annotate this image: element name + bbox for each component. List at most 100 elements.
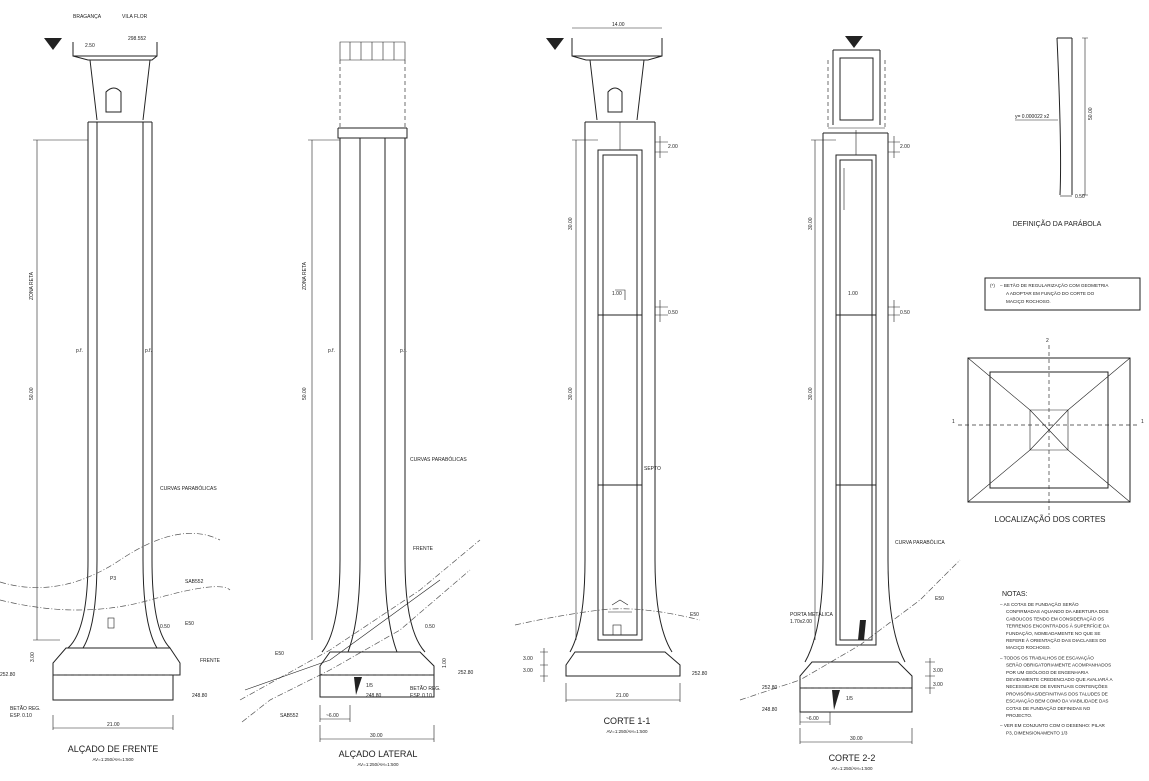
note-line: REFERE À ORIENTAÇÃO DAS DIACLASES DO [1006,637,1107,643]
label-e50: E50 [935,596,944,602]
deck [72,42,158,61]
label-slope: 1/5 [846,696,853,702]
label-len1: 30.00 [808,217,814,230]
cut-mark-1: 1 [1141,419,1144,425]
label-base-width: 21.00 [107,722,120,728]
label-batter-right: p.f. [400,348,407,354]
note-line: MACIÇO ROCHOSO. [1006,645,1051,650]
view-side-elevation: ZONA RETA 50.00 p.f. p.f. CURVAS PARABÓL… [239,41,481,767]
label-batter-left: p.f. [328,348,335,354]
label-left-dir: BRAGANÇA [73,14,102,20]
note-line: P3, DIMENSIONAMENTO 1/3 [1006,730,1068,735]
label-d-mid: 0.50 [900,310,910,316]
label-len1: 30.00 [568,217,574,230]
pier-head [589,59,645,121]
label-d1: 0.50 [160,624,170,630]
label-base-width: 21.00 [616,693,629,699]
label-parab-eq: y= 0.000022 x2 [1015,114,1050,120]
label-sab: SAB552 [185,579,204,585]
note-line: – VER EM CONJUNTO COM O DESENHO: PILAR [1000,723,1106,728]
label-base-width: 30.00 [370,733,383,739]
label-door-dim: 1.70x2.00 [790,619,812,625]
label-elev-1: 252.80 [458,670,474,676]
note-line: – AS COTAS DE FUNDAÇÃO SERÃO [1000,601,1079,607]
label-offset: ~6.00 [326,713,339,719]
label-betao: BETÃO REG. [10,705,41,712]
pier-shaft [321,138,426,653]
label-door: PORTA METÁLICA [790,611,834,618]
label-slope: 1/5 [366,683,373,689]
pier-head [832,49,881,125]
label-batter-right: p.f. [145,348,152,354]
label-wall: 1.00 [612,291,622,297]
section-marker-icon [546,38,564,50]
note-line: PROJECTO. [1006,713,1032,718]
note-line: NECESSIDADE DE EVENTUAIS CONTENÇÕES [1006,683,1108,689]
view-scale: AV=1:250/AH=1:500 [93,757,134,762]
view-scale: AV=1:250/AH=1:500 [607,729,648,734]
label-elev-2: 248.80 [762,707,778,713]
hollow-core [597,149,643,641]
label-d1: 0.50 [425,624,435,630]
label-parabolic: CURVA PARABÓLICA [895,539,945,546]
note-line: ESCAVAÇÃO BEM COMO DA VIABILIDADE DAS [1006,698,1108,704]
label-deck-width: 14.00 [612,22,625,28]
label-length: 50.00 [29,387,35,400]
label-h1: 3.00 [523,656,533,662]
label-esp: ESP. 0.10 [10,713,32,719]
label-offset: ~6.00 [806,716,819,722]
label-h2: 3.00 [523,668,533,674]
pier-head [89,59,151,121]
view-title: ALÇADO DE FRENTE [68,744,159,754]
view-section-1-1: 14.00 30.00 30.00 2.00 0.50 1.00 SEPTO E… [514,22,708,734]
label-h1: 3.00 [933,668,943,674]
label-parabolic: CURVAS PARABÓLICAS [160,485,217,492]
label-elev: 252.80 [692,671,708,677]
parabola-title: DEFINIÇÃO DA PARÁBOLA [1013,219,1102,228]
label-parab-h: 50.00 [1088,107,1094,120]
label-pier-id: P3 [110,576,116,582]
view-section-2-2: 30.00 30.00 2.00 0.50 1.00 CURVA PARABÓL… [739,36,961,771]
footing [565,651,681,677]
section-marker-icon [44,38,62,50]
footing [52,647,181,701]
label-elev-2: 248.80 [366,693,382,699]
note-line: – BETÃO DE REGULARIZAÇÃO COM GEOMETRIA [1000,282,1109,288]
label-base-width: 30.00 [850,736,863,742]
notes-title: NOTAS: [1002,591,1028,598]
note-line: – TODOS OS TRABALHOS DE ESCAVAÇÃO [1000,654,1094,660]
section-marker-icon [845,36,863,48]
pier-shaft [569,121,673,653]
cut-mark-1: 1 [952,419,955,425]
label-zone: ZONA RETA [29,271,35,300]
label-sab: SAB552 [280,713,299,719]
label-e50: E50 [275,651,284,657]
note-mark: (*) [990,283,995,288]
label-batter-left: p.f. [76,348,83,354]
label-d-top: 2.00 [668,144,678,150]
label-elev-2: 248.80 [192,693,208,699]
cut-mark-2: 2 [1046,338,1049,344]
label-parab-w: 0.50 [1075,194,1085,200]
label-top-elevation: 298.552 [128,36,146,42]
note-line: CABOUCOS TENDO EM CONSIDERAÇÃO OS [1006,615,1104,621]
label-deck-width: 2.50 [85,43,95,49]
note-line: MACIÇO ROCHOSO. [1006,299,1051,304]
label-zone: ZONA RETA [302,261,308,290]
note-line: COTAS DE FUNDAÇÃO DEFINIDAS NO [1006,705,1091,711]
view-front-elevation: BRAGANÇA VILA FLOR 2.50 298.552 ZONA RET… [0,14,231,762]
label-d-top: 2.00 [900,144,910,150]
pier-shaft [67,121,171,649]
label-d-mid: 0.50 [668,310,678,316]
label-len2: 30.00 [568,387,574,400]
footing [799,661,913,713]
label-e50: E50 [185,621,194,627]
label-d2: 1.00 [442,658,448,668]
deck-hatched [339,41,406,61]
notes-block: NOTAS: – AS COTAS DE FUNDAÇÃO SERÃOCONFI… [1000,591,1113,735]
parabola-definition: 50.00 y= 0.000022 x2 0.50 DEFINIÇÃO DA P… [1013,37,1102,228]
label-elev-1: 252.80 [762,685,778,691]
note-line: TERRENOS ENCONTRADOS À SUPERFÍCIE DA [1006,623,1110,629]
label-len2: 30.00 [808,387,814,400]
label-d2: 3.00 [30,652,36,662]
